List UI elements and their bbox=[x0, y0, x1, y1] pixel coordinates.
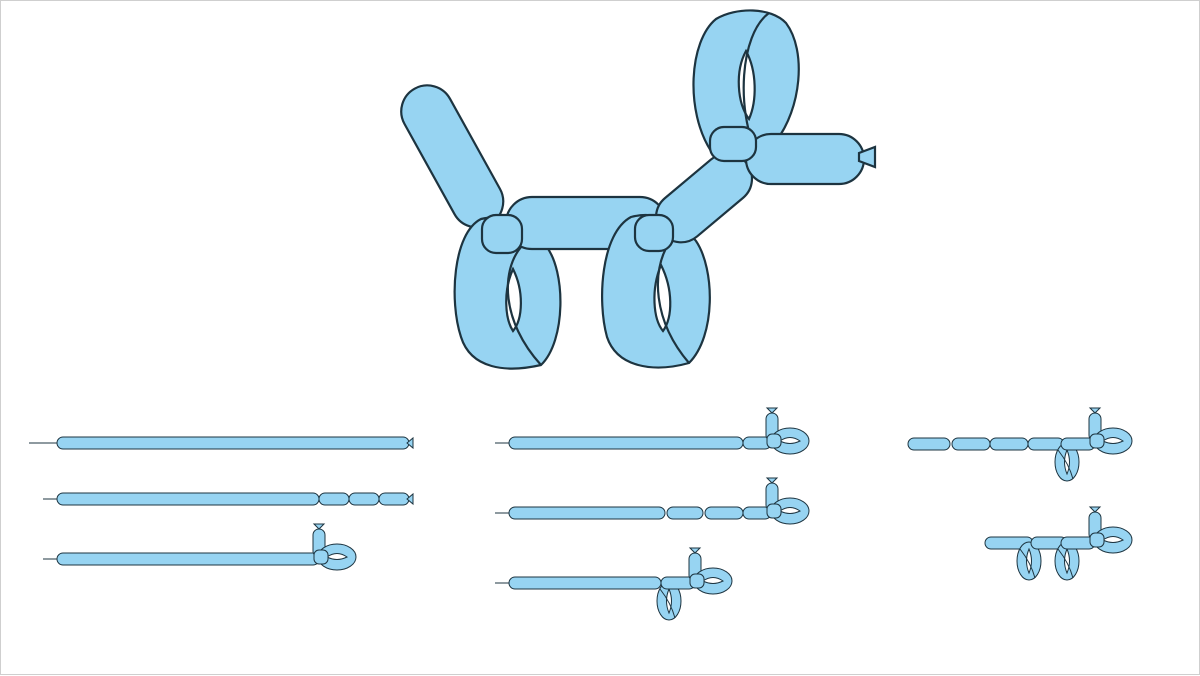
step-4-ear-loop bbox=[495, 407, 810, 455]
step-7-torso-twists bbox=[907, 407, 1133, 482]
step-3-ear-loop bbox=[43, 523, 357, 571]
step-2-bubble-twists bbox=[43, 492, 414, 506]
balloon-dog-final bbox=[400, 9, 877, 370]
step-6-front-legs-loop bbox=[495, 547, 733, 621]
step-5-body-twists bbox=[495, 477, 810, 525]
step-8-back-legs-loop bbox=[984, 506, 1133, 581]
step-1-straight-balloon bbox=[29, 436, 414, 450]
